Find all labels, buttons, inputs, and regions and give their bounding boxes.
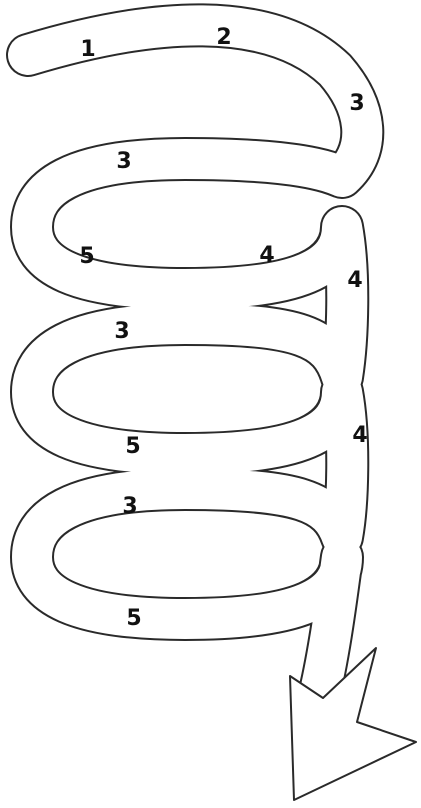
label-5-coil1: 5: [79, 244, 94, 269]
label-1: 1: [80, 37, 95, 62]
label-4-right-2: 4: [352, 423, 367, 448]
label-3-coil2: 3: [114, 319, 129, 344]
label-4-right-1: 4: [347, 268, 362, 293]
label-3-coil1: 3: [116, 149, 131, 174]
label-2: 2: [216, 25, 231, 50]
label-4-coil1: 4: [259, 243, 274, 268]
label-5-coil3: 5: [126, 606, 141, 631]
label-5-coil2: 5: [125, 434, 140, 459]
spiral-band: [28, 25, 362, 700]
label-3-coil3: 3: [122, 494, 137, 519]
label-3-upper-right: 3: [349, 91, 364, 116]
